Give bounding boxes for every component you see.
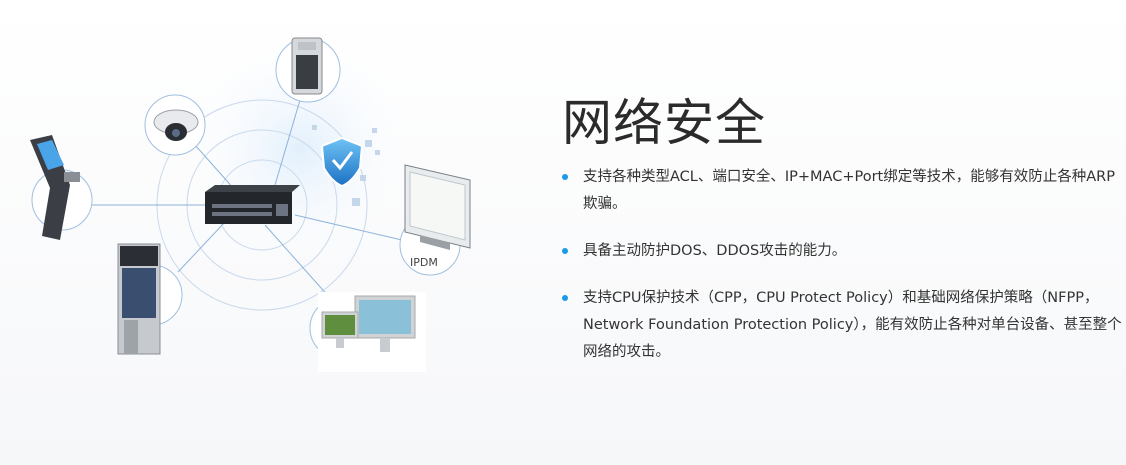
bullet-icon xyxy=(562,295,568,301)
kiosk-icon xyxy=(30,135,80,240)
feature-item: 支持各种类型ACL、端口安全、IP+MAC+Port绑定等技术，能够有效防止各种… xyxy=(562,164,1118,218)
computers-icon xyxy=(318,292,426,372)
feature-item: 具备主动防护DOS、DDOS攻击的能力。 xyxy=(562,238,1122,265)
content-panel: 网络安全 支持各种类型ACL、端口安全、IP+MAC+Port绑定等技术，能够有… xyxy=(562,92,1122,386)
feature-text: 具备主动防护DOS、DDOS攻击的能力。 xyxy=(583,243,847,259)
ipdm-monitor-icon xyxy=(404,164,471,250)
camera-icon xyxy=(153,109,199,141)
bullet-icon xyxy=(562,174,568,180)
switch-icon xyxy=(205,185,300,224)
keypad-icon xyxy=(291,37,323,95)
ipdm-label: IPDM xyxy=(410,256,438,269)
feature-text: 支持各种类型ACL、端口安全、IP+MAC+Port绑定等技术，能够有效防止各种… xyxy=(583,169,1115,212)
parking-terminal-icon xyxy=(117,243,161,355)
bullet-icon xyxy=(562,248,568,254)
feature-item: 支持CPU保护技术（CPP，CPU Protect Policy）和基础网络保护… xyxy=(562,285,1126,366)
feature-text: 支持CPU保护技术（CPP，CPU Protect Policy）和基础网络保护… xyxy=(583,290,1122,360)
shield-icon xyxy=(312,125,380,206)
network-security-diagram: IPDM xyxy=(30,30,471,372)
section-title: 网络安全 xyxy=(562,94,766,152)
feature-list: 支持各种类型ACL、端口安全、IP+MAC+Port绑定等技术，能够有效防止各种… xyxy=(562,164,1122,366)
